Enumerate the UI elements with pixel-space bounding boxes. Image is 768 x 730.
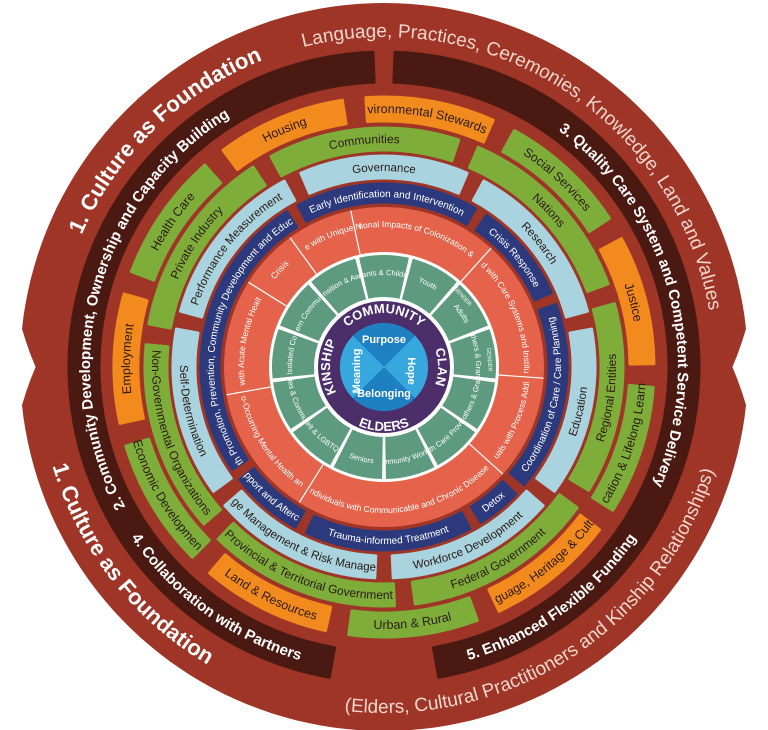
needs-divider [298,464,324,504]
support-governance [299,154,469,195]
core-center-bottom: Belonging [357,388,411,400]
sector-education-lifelong-learning [591,384,655,512]
sector-language-heritage-culture [487,513,602,613]
core-quadrant [340,335,384,399]
band-4-shape [104,499,337,679]
government-communities [269,126,461,178]
sector-justice [598,237,656,366]
core-center-left: Meaning [351,349,363,394]
population-individuals-in-transition-away-from-reserve [311,258,367,314]
population-families-communities [273,376,326,430]
strategy-bands [67,50,701,679]
sector-social-services [501,129,611,234]
continuum-crisis-response [474,213,553,302]
government-non-governmental-organizations [143,343,222,526]
band-2-shape [67,50,376,636]
core-ring-elders: ELDERS [357,414,411,434]
band-5-shape [431,499,664,679]
core-ring-elders-text: ELDERS [357,414,411,434]
needs-divider [460,247,492,282]
needs-divider [350,210,361,255]
continuum-health-promotion-prevention-community-development-and-education [199,210,299,471]
support-research [471,179,589,319]
sector-employment [112,292,149,425]
population-youth [401,258,457,314]
needs-divider [226,386,271,396]
sector-label-employment: Employment [119,322,137,395]
needs-divider [498,374,544,379]
sector-environmental-stewardship [364,95,495,144]
needs-divider [469,443,504,475]
gender-label: GENDER [485,348,493,372]
support-self-determination [171,327,233,493]
sector-urban-rural [347,596,479,639]
continuum-trauma-informed-treatment [305,511,472,552]
core-quadrant [384,335,428,399]
support-label-governance: Governance [351,162,416,176]
support-performance-measurement [179,179,297,319]
support-workforce-development [390,489,545,580]
government-federal-government [410,493,579,606]
population-health-care-providers [417,407,476,466]
government-private-industry [147,165,267,330]
government-provincial-territorial-government [216,521,396,608]
population-northern-communities [279,284,337,342]
government-regional-entities [568,302,625,492]
population-women-mothers-grandmothers [442,376,495,430]
core-quadrant [352,367,416,411]
continuum-coordination-of-care-care-planning [508,302,569,487]
support-education [535,327,597,493]
population-adults [431,284,489,342]
sector-health-care [129,163,223,282]
continuum-support-and-aftercare [238,467,306,529]
continuum-detox [469,480,518,524]
population-remote-isolated-communities [272,329,319,379]
support-change-management-risk-management [223,489,378,580]
support-label-governance-text: Governance [351,162,416,176]
sector-economic-development [124,437,211,559]
sector-housing [221,98,348,171]
population-community-workers [385,429,435,479]
population-seniors [333,429,383,479]
sector-land-resources [208,553,333,633]
needs-divider [289,237,317,275]
population-men-fathers-grandfathers [449,329,496,379]
sector-label-employment-text: Employment [119,322,137,395]
government-nations [468,145,610,294]
continuum-early-identification-and-intervention [296,182,477,226]
core-center-right: Hope [405,357,417,385]
needs-divider [247,281,287,307]
core-center-top: Purpose [362,334,406,346]
population-infants-children [359,255,409,299]
population-two-spirit-lgbtq-people [292,407,351,466]
core-quadrant [352,323,416,367]
